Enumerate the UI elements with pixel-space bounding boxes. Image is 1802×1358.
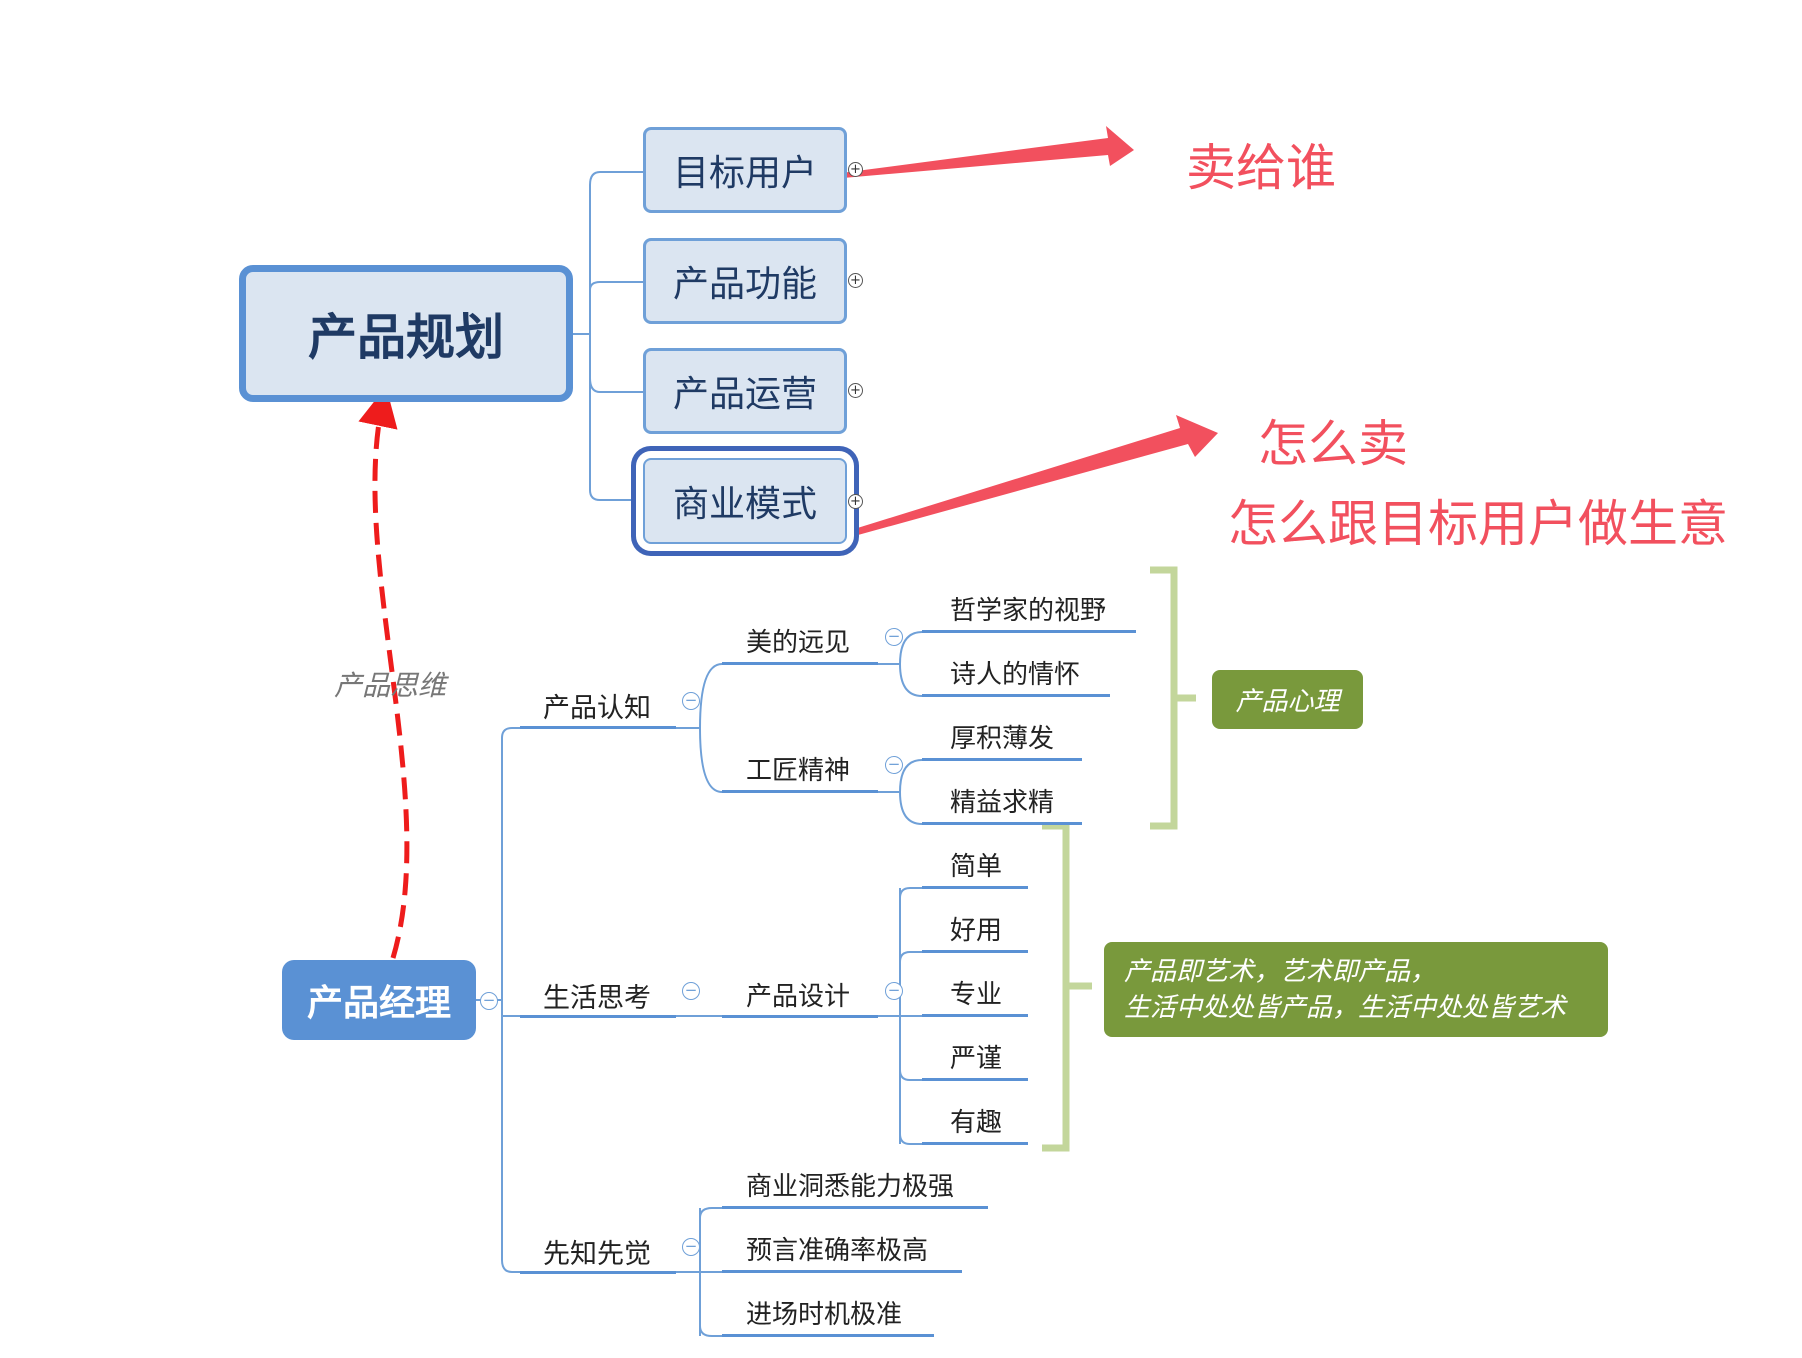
branch-life-label[interactable]: 生活思考 [543,983,651,1014]
item-business-insight-underline [722,1206,988,1209]
item-philosopher-vision[interactable]: 哲学家的视野 [950,596,1107,626]
note-how-to-sell: 怎么卖 [1258,415,1408,473]
node-product-features[interactable]: 产品功能 [643,238,847,324]
manager-connectors [476,631,923,1337]
plan-root-node[interactable]: 产品规划 [239,265,573,402]
arrow-to-how [851,415,1218,535]
branch-craft-underline [722,790,878,793]
art-note[interactable]: 产品即艺术，艺术即产品， 生活中处处皆产品，生活中处处皆艺术 [1104,942,1608,1037]
item-philosopher-vision-underline [922,630,1136,633]
art-bracket [1042,822,1070,1152]
collapse-manager-icon[interactable]: − [480,992,498,1010]
item-rigorous-underline [922,1078,1028,1081]
art-note-line1: 产品即艺术，艺术即产品， [1124,957,1437,987]
product-thinking-label: 产品思维 [334,669,447,702]
branch-cognition-underline [520,726,676,729]
expand-product-features-icon[interactable]: + [848,273,863,288]
collapse-foresight-icon[interactable]: − [682,1238,700,1256]
branch-vision-underline [722,662,878,665]
item-accumulate-underline [922,758,1082,761]
item-simple[interactable]: 简单 [950,852,1003,882]
expand-target-users-icon[interactable]: + [848,162,863,177]
psychology-note-label: 产品心理 [1235,687,1340,717]
collapse-craft-icon[interactable]: − [885,756,903,774]
item-professional[interactable]: 专业 [950,980,1003,1010]
collapse-design-icon[interactable]: − [885,982,903,1000]
item-business-insight[interactable]: 商业洞悉能力极强 [746,1172,955,1202]
branch-foresight-underline [520,1271,676,1274]
item-poet-feeling-underline [922,694,1110,697]
arrow-to-who [818,126,1134,180]
manager-root-node[interactable]: 产品经理 [282,960,476,1040]
item-excellence[interactable]: 精益求精 [950,788,1055,818]
item-professional-underline [922,1014,1028,1017]
item-fun[interactable]: 有趣 [950,1108,1003,1138]
node-product-operations[interactable]: 产品运营 [643,348,847,434]
collapse-life-icon[interactable]: − [682,982,700,1000]
expand-product-operations-icon[interactable]: + [848,383,863,398]
psychology-note[interactable]: 产品心理 [1212,670,1363,729]
collapse-cognition-icon[interactable]: − [682,692,700,710]
collapse-vision-icon[interactable]: − [885,628,903,646]
node-product-operations-label: 产品运营 [672,374,817,415]
item-simple-underline [922,886,1028,889]
branch-design-underline [722,1015,878,1018]
node-business-model[interactable]: 商业模式 [643,458,847,544]
expand-business-model-icon[interactable]: + [848,494,863,509]
item-usable[interactable]: 好用 [950,916,1003,946]
item-usable-underline [922,950,1028,953]
branch-foresight-label[interactable]: 先知先觉 [543,1239,651,1270]
item-prediction-accuracy[interactable]: 预言准确率极高 [746,1236,929,1266]
thinking-dashed-arrow [358,386,410,959]
node-business-model-label: 商业模式 [672,484,817,525]
plan-root-label: 产品规划 [307,309,504,366]
item-rigorous[interactable]: 严谨 [950,1044,1003,1074]
item-excellence-underline [922,822,1082,825]
note-how-to-do-business: 怎么跟目标用户做生意 [1228,495,1728,553]
item-entry-timing-underline [722,1334,934,1337]
branch-vision-label[interactable]: 美的远见 [746,628,851,658]
branch-design-label[interactable]: 产品设计 [746,982,851,1012]
psychology-bracket [1150,566,1178,830]
node-target-users[interactable]: 目标用户 [643,127,847,213]
item-fun-underline [922,1142,1028,1145]
branch-cognition-label[interactable]: 产品认知 [543,693,651,724]
branch-life-underline [520,1015,676,1018]
item-entry-timing[interactable]: 进场时机极准 [746,1300,903,1330]
manager-root-label: 产品经理 [306,983,451,1024]
node-target-users-label: 目标用户 [672,153,817,194]
plan-connectors [573,171,646,501]
item-accumulate[interactable]: 厚积薄发 [950,724,1055,754]
note-who-to-sell: 卖给谁 [1186,139,1336,197]
art-note-line2: 生活中处处皆产品，生活中处处皆艺术 [1124,993,1567,1023]
green-brackets [1042,566,1196,1152]
item-poet-feeling[interactable]: 诗人的情怀 [950,660,1081,690]
item-prediction-accuracy-underline [722,1270,962,1273]
node-product-features-label: 产品功能 [672,264,817,305]
branch-craft-label[interactable]: 工匠精神 [746,756,851,786]
